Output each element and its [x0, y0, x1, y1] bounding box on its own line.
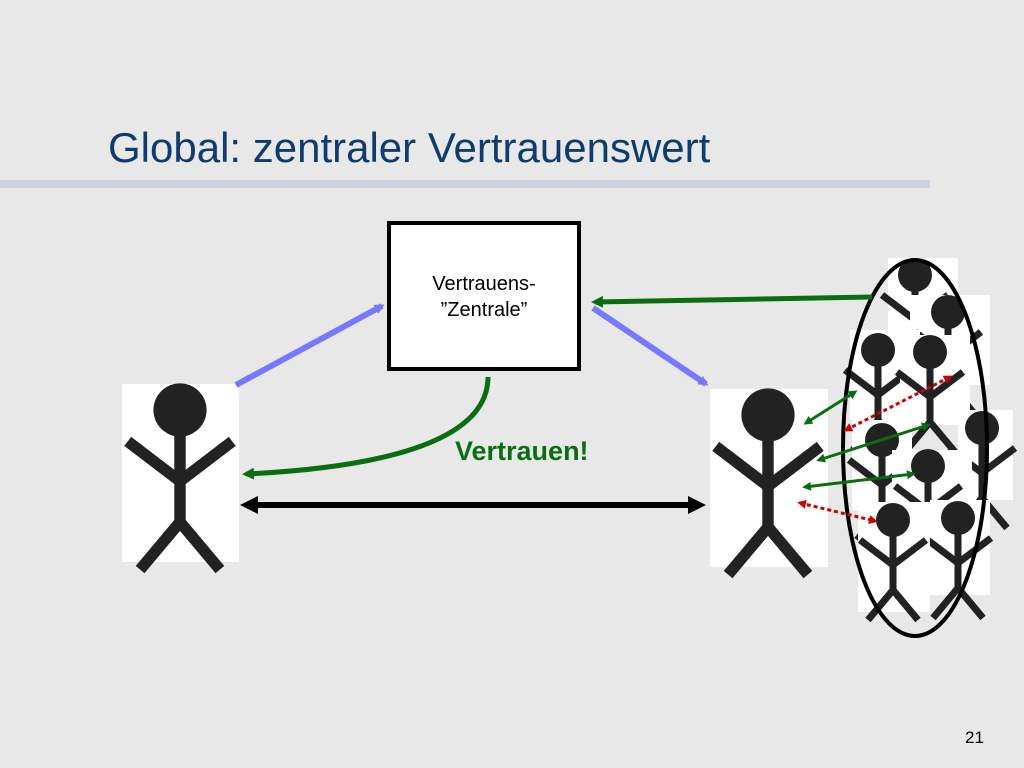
crowd-figures	[845, 258, 1015, 620]
trust-center-box: Vertrauens- ”Zentrale”	[387, 221, 581, 371]
left-person-figure	[122, 383, 239, 569]
dispute-arrow-2	[797, 500, 878, 524]
crowd-rating-arrow	[591, 294, 873, 308]
dispute-arrow-1	[843, 375, 953, 432]
trust-response-arrow	[242, 376, 491, 480]
crowd-arrow-3	[802, 470, 916, 491]
right-person-figure	[710, 388, 828, 574]
slide-title: Global: zentraler Vertrauenswert	[108, 124, 711, 171]
page-number: 21	[965, 728, 984, 747]
trust-center-label-line1: Vertrauens-	[432, 273, 536, 295]
trust-center-label-line2: ”Zentrale”	[440, 299, 528, 321]
trust-label: Vertrauen!	[455, 436, 589, 466]
request-arrow-left	[234, 303, 385, 388]
title-underline	[0, 180, 930, 188]
request-arrow-right	[591, 305, 709, 387]
